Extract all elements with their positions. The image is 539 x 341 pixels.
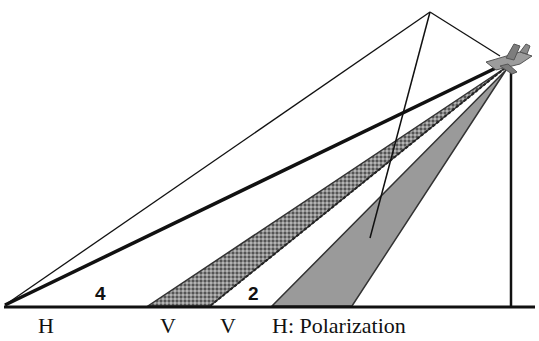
beam-band: [272, 70, 506, 306]
callout-number: 4: [95, 284, 106, 303]
callout-number: 2: [248, 284, 259, 303]
polarization-label: V: [160, 315, 176, 337]
aircraft: [486, 44, 532, 74]
ground-line: [4, 306, 535, 309]
ray-line: [5, 12, 430, 305]
polarization-label: V: [220, 315, 236, 337]
ray-line: [370, 12, 430, 238]
ray-line: [5, 66, 500, 305]
altitude-line: [510, 68, 513, 307]
polarization-label: H: Polarization: [272, 315, 406, 337]
beam-band: [148, 68, 505, 306]
beam-edge: [210, 68, 505, 306]
polarization-label: H: [38, 315, 54, 337]
ray-line: [430, 12, 500, 56]
